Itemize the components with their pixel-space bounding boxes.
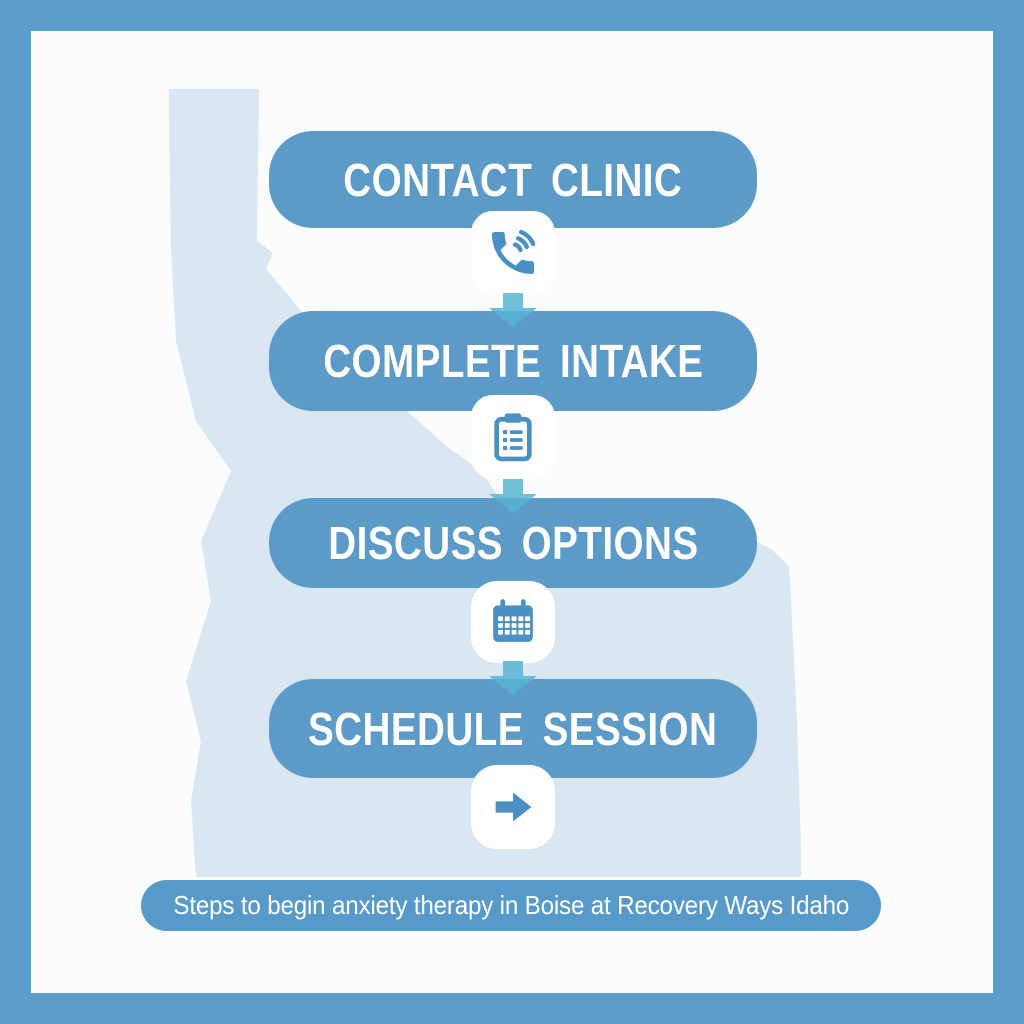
caption-pill: Steps to begin anxiety therapy in Boise … xyxy=(141,880,881,931)
step-pill-schedule-session: SCHEDULE SESSION xyxy=(269,679,757,778)
calendar-icon-badge xyxy=(471,581,555,663)
down-arrow-icon xyxy=(489,293,537,327)
phone-icon xyxy=(492,229,536,274)
step-label-complete-intake: COMPLETE INTAKE xyxy=(322,335,704,387)
arrow-right-icon xyxy=(495,792,532,822)
step-label-discuss-options: DISCUSS OPTIONS xyxy=(327,517,699,569)
down-arrow-icon xyxy=(489,661,537,695)
step-label-schedule-session: SCHEDULE SESSION xyxy=(308,702,718,755)
arrow-right-icon-badge xyxy=(471,765,555,849)
step-pill-complete-intake: COMPLETE INTAKE xyxy=(269,311,757,411)
caption-text: Steps to begin anxiety therapy in Boise … xyxy=(173,890,849,920)
down-arrow-icon xyxy=(489,479,537,513)
clipboard-checklist-icon xyxy=(494,413,532,462)
poster-inner-area: CONTACT CLINIC COMPLETE INTAKE xyxy=(31,31,993,993)
calendar-icon xyxy=(493,599,533,642)
step-pill-discuss-options: DISCUSS OPTIONS xyxy=(269,498,757,588)
phone-icon-badge xyxy=(471,211,555,295)
step-label-contact-clinic: CONTACT CLINIC xyxy=(343,153,683,206)
clipboard-icon-badge xyxy=(471,395,555,479)
step-pill-contact-clinic: CONTACT CLINIC xyxy=(269,131,757,228)
